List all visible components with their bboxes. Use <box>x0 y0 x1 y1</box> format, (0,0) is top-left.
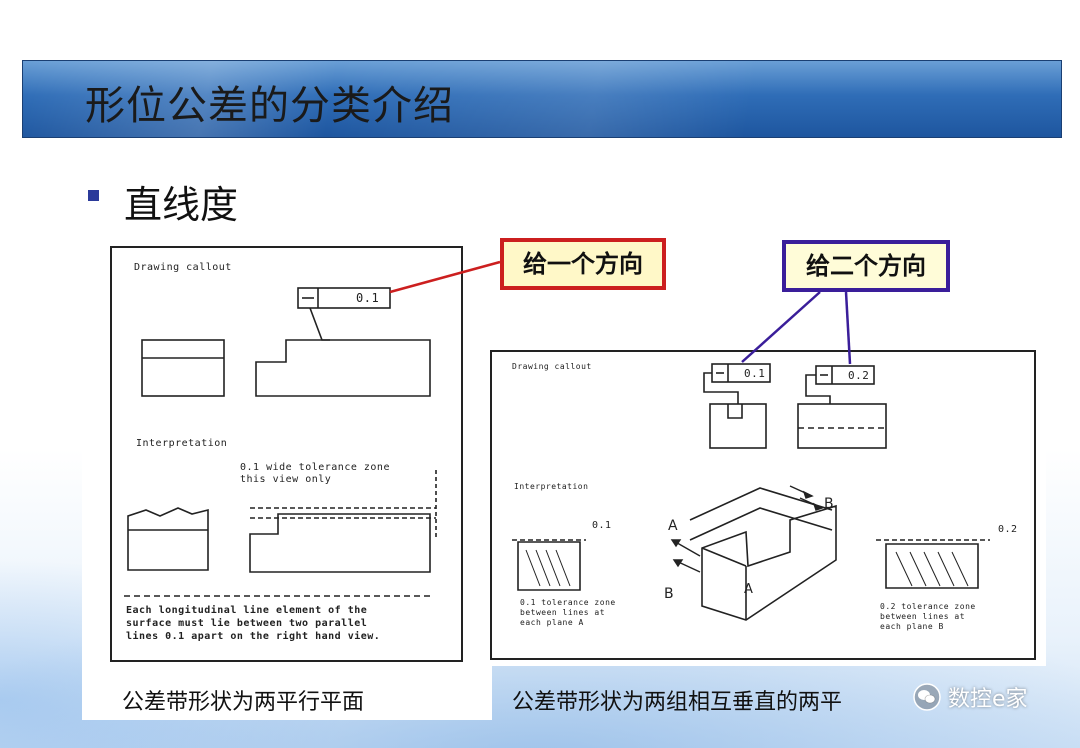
right-zone-label-2: 0.2 <box>998 524 1018 535</box>
plane-a-label-left: A <box>668 518 679 534</box>
right-caption: 公差带形状为两组相互垂直的两平 <box>512 690 843 715</box>
plane-b-label-right: B <box>824 496 835 512</box>
watermark-text: 数控e家 <box>948 687 1028 712</box>
watermark: 数控e家 <box>912 680 1028 714</box>
right-tolerance-value-2: 0.2 <box>848 369 870 382</box>
right-zone-label-1: 0.1 <box>592 520 612 531</box>
right-note-b: 0.2 tolerance zone between lines at each… <box>880 602 976 631</box>
callout-two-directions: 给二个方向 <box>782 240 950 292</box>
plane-a-label-center: A <box>744 582 754 597</box>
left-description: Each longitudinal line element of the su… <box>126 605 381 642</box>
right-tolerance-value-1: 0.1 <box>744 367 766 380</box>
right-interpretation-label: Interpretation <box>514 482 589 491</box>
bullet-square-icon <box>88 190 99 201</box>
left-drawing-callout-label: Drawing callout <box>134 262 232 273</box>
left-zone-note: 0.1 wide tolerance zone this view only <box>240 462 390 485</box>
plane-b-label-left: B <box>664 586 675 602</box>
wechat-icon <box>913 683 941 711</box>
right-note-a: 0.1 tolerance zone between lines at each… <box>520 598 616 627</box>
callout-one-direction: 给一个方向 <box>500 238 666 290</box>
slide-title: 形位公差的分类介绍 <box>85 83 454 129</box>
section-heading: 直线度 <box>124 183 239 227</box>
title-bar: 形位公差的分类介绍 <box>22 60 1062 138</box>
left-caption: 公差带形状为两平行平面 <box>122 690 365 715</box>
left-tolerance-value: 0.1 <box>356 291 380 305</box>
left-interpretation-label: Interpretation <box>136 438 228 449</box>
left-drawing-frame <box>110 246 463 662</box>
right-drawing-callout-label: Drawing callout <box>512 362 592 371</box>
